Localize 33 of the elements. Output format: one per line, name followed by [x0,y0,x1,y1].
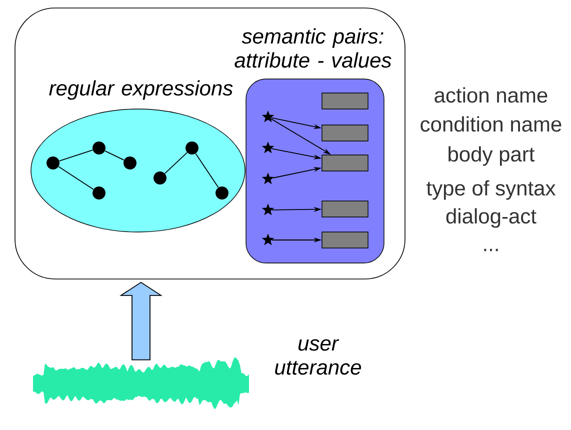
connector-line [195,153,219,188]
value-box [322,200,368,218]
label: body part [448,146,535,166]
dot [46,156,60,170]
dot [154,172,166,184]
dot [92,186,106,200]
value-box [322,124,368,142]
star-icon [262,172,274,184]
star-icon [262,204,274,216]
frame-box [14,8,406,280]
dot [92,142,106,154]
label: dialog-act [446,208,536,228]
star-icon [262,142,274,154]
heading: semantic pairs: attribute - values [234,28,392,68]
dot [124,156,136,170]
star-icon [262,110,274,122]
value-box [322,232,368,248]
value-box [322,92,368,110]
label: ... [484,248,498,252]
block-arrow [119,282,163,360]
connector-line [58,166,94,190]
star-icon [262,234,274,246]
connector-line [164,152,188,174]
node-label: user utterance [275,339,361,375]
value-box [322,154,368,172]
heading: regular expressions [49,80,233,100]
connector-line [104,150,124,161]
label: action name [434,87,548,103]
dot [186,142,198,154]
connector-line [58,150,94,162]
label: type of syntax [426,180,556,200]
dot [216,186,228,200]
label: condition name [420,116,562,132]
